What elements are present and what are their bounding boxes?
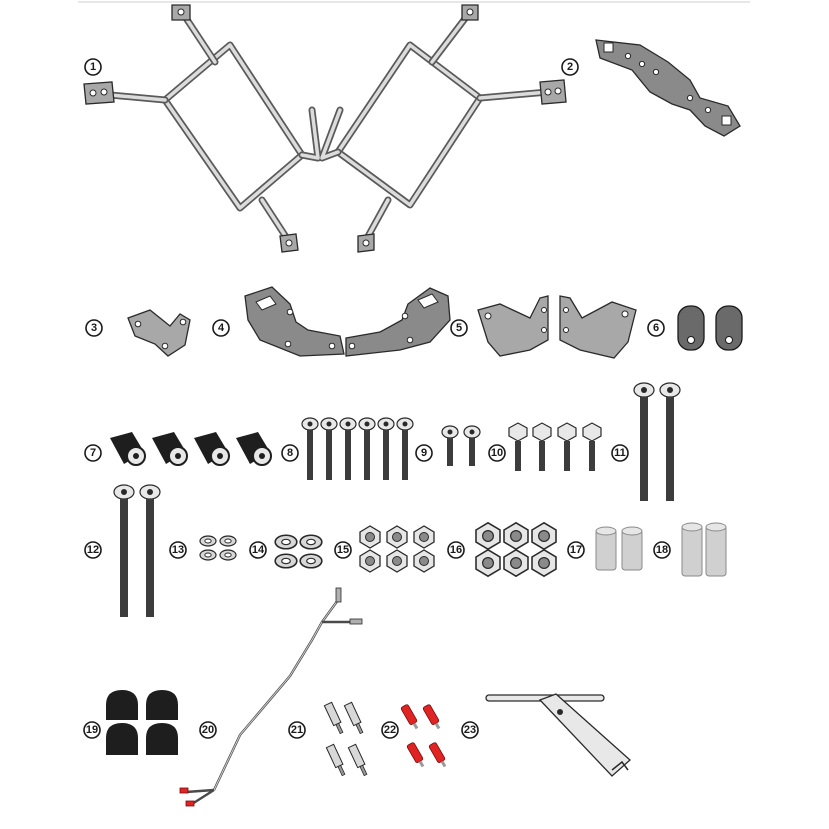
part-number-8: 8 [281, 444, 299, 462]
part-number-6: 6 [647, 319, 665, 337]
angle-brackets-illustration [477, 295, 637, 359]
svg-text:20: 20 [202, 724, 214, 736]
svg-text:8: 8 [287, 447, 293, 459]
part-number-5: 5 [450, 319, 468, 337]
svg-text:21: 21 [291, 724, 303, 736]
svg-text:10: 10 [491, 447, 503, 459]
part-number-9: 9 [415, 444, 433, 462]
short-spacers-illustration [595, 526, 643, 571]
svg-text:17: 17 [570, 544, 582, 556]
part-number-13: 13 [169, 541, 187, 559]
mount-plates-illustration [244, 286, 451, 357]
key-tool-illustration [485, 693, 631, 777]
small-plate-illustration [127, 309, 191, 357]
long-screws-illustration [301, 417, 414, 481]
part-number-17: 17 [567, 541, 585, 559]
svg-text:7: 7 [90, 447, 96, 459]
long-bolts-illustration [633, 382, 681, 501]
part-number-14: 14 [249, 541, 267, 559]
part-number-22: 22 [381, 721, 399, 739]
part-number-10: 10 [488, 444, 506, 462]
svg-text:18: 18 [656, 544, 668, 556]
svg-text:5: 5 [456, 322, 462, 334]
svg-text:12: 12 [87, 544, 99, 556]
wiring-illustration [179, 587, 363, 807]
svg-text:6: 6 [653, 322, 659, 334]
part-number-15: 15 [334, 541, 352, 559]
flange-bolts-illustration [508, 422, 602, 471]
svg-text:19: 19 [86, 724, 98, 736]
part-number-3: 3 [85, 319, 103, 337]
large-washers-illustration [274, 534, 323, 569]
svg-text:9: 9 [421, 447, 427, 459]
part-number-7: 7 [84, 444, 102, 462]
part-number-20: 20 [199, 721, 217, 739]
svg-text:11: 11 [614, 447, 626, 459]
svg-text:2: 2 [567, 61, 573, 73]
red-connectors-illustration [400, 704, 447, 768]
svg-text:15: 15 [337, 544, 349, 556]
svg-text:22: 22 [384, 724, 396, 736]
svg-text:3: 3 [91, 322, 97, 334]
svg-text:16: 16 [450, 544, 462, 556]
part-number-1: 1 [84, 58, 102, 76]
part-number-2: 2 [561, 58, 579, 76]
lock-inserts-illustration [110, 432, 272, 466]
large-nuts-illustration [475, 522, 557, 577]
part-number-11: 11 [611, 444, 629, 462]
part-number-12: 12 [84, 541, 102, 559]
part-number-16: 16 [447, 541, 465, 559]
extra-long-bolts-illustration [113, 484, 161, 617]
part-number-23: 23 [461, 721, 479, 739]
svg-text:23: 23 [464, 724, 476, 736]
small-nuts-illustration [359, 525, 435, 573]
part-number-21: 21 [288, 721, 306, 739]
part-number-18: 18 [653, 541, 671, 559]
side-frames-illustration [83, 4, 567, 253]
svg-text:13: 13 [172, 544, 184, 556]
bullet-connectors-illustration [323, 701, 368, 777]
part-number-19: 19 [83, 721, 101, 739]
caps-illustration [106, 690, 178, 755]
svg-text:1: 1 [90, 61, 96, 73]
short-screws-illustration [441, 425, 481, 466]
rubber-pads-illustration [677, 305, 743, 351]
bracket-plate-illustration [595, 39, 741, 137]
svg-text:4: 4 [218, 322, 225, 334]
long-spacers-illustration [681, 522, 727, 577]
part-number-4: 4 [212, 319, 230, 337]
small-washers-illustration [199, 535, 237, 561]
svg-text:14: 14 [252, 544, 265, 556]
